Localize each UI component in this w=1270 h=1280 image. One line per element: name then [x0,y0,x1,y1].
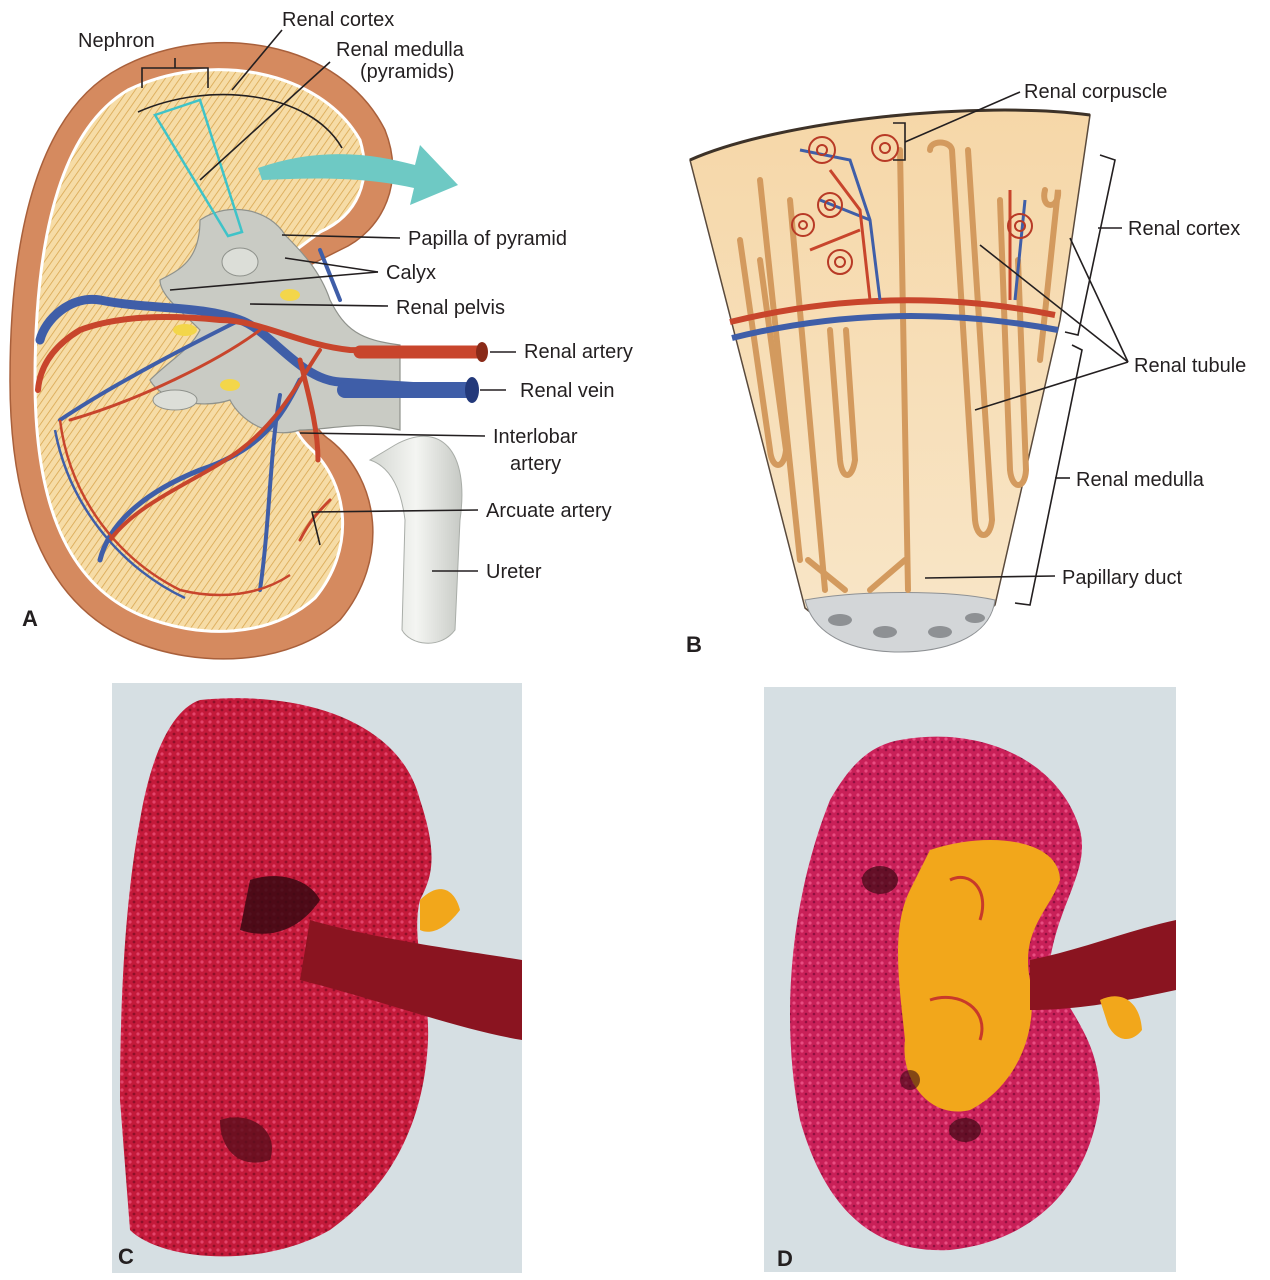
label-renal-medulla-b: Renal medulla [1076,469,1205,491]
label-pyramids: (pyramids) [360,61,454,83]
panel-d-corrosion-cast-photo: D [764,687,1176,1272]
label-papillary-duct: Papillary duct [1062,567,1183,589]
panel-b-nephron-wedge: Renal corpuscle Renal cortex Renal tubul… [686,81,1246,657]
label-ureter: Ureter [486,561,542,583]
label-papilla-of-pyramid: Papilla of pyramid [408,228,567,250]
panel-letter-d: D [777,1246,793,1271]
panel-letter-a: A [22,606,38,631]
label-renal-artery: Renal artery [524,341,633,363]
label-renal-pelvis: Renal pelvis [396,297,505,319]
label-renal-vein: Renal vein [520,380,615,402]
wedge-tissue [690,110,1090,641]
label-renal-cortex-b: Renal cortex [1128,218,1240,240]
label-nephron: Nephron [78,30,155,52]
ureter [370,436,462,643]
label-renal-corpuscle: Renal corpuscle [1024,81,1167,103]
label-renal-cortex-a: Renal cortex [282,9,394,31]
panel-a-kidney-section: Nephron Renal cortex Renal medulla (pyra… [10,9,633,659]
label-arcuate-artery: Arcuate artery [486,500,612,522]
panel-c-corrosion-cast-photo: C [112,683,522,1273]
panel-letter-b: B [686,632,702,657]
label-calyx: Calyx [386,262,436,284]
label-interlobar-artery: artery [510,453,561,475]
label-renal-tubule: Renal tubule [1134,355,1246,377]
label-interlobar: Interlobar [493,426,578,448]
panel-letter-c: C [118,1244,134,1269]
label-renal-medulla-a: Renal medulla [336,39,465,61]
